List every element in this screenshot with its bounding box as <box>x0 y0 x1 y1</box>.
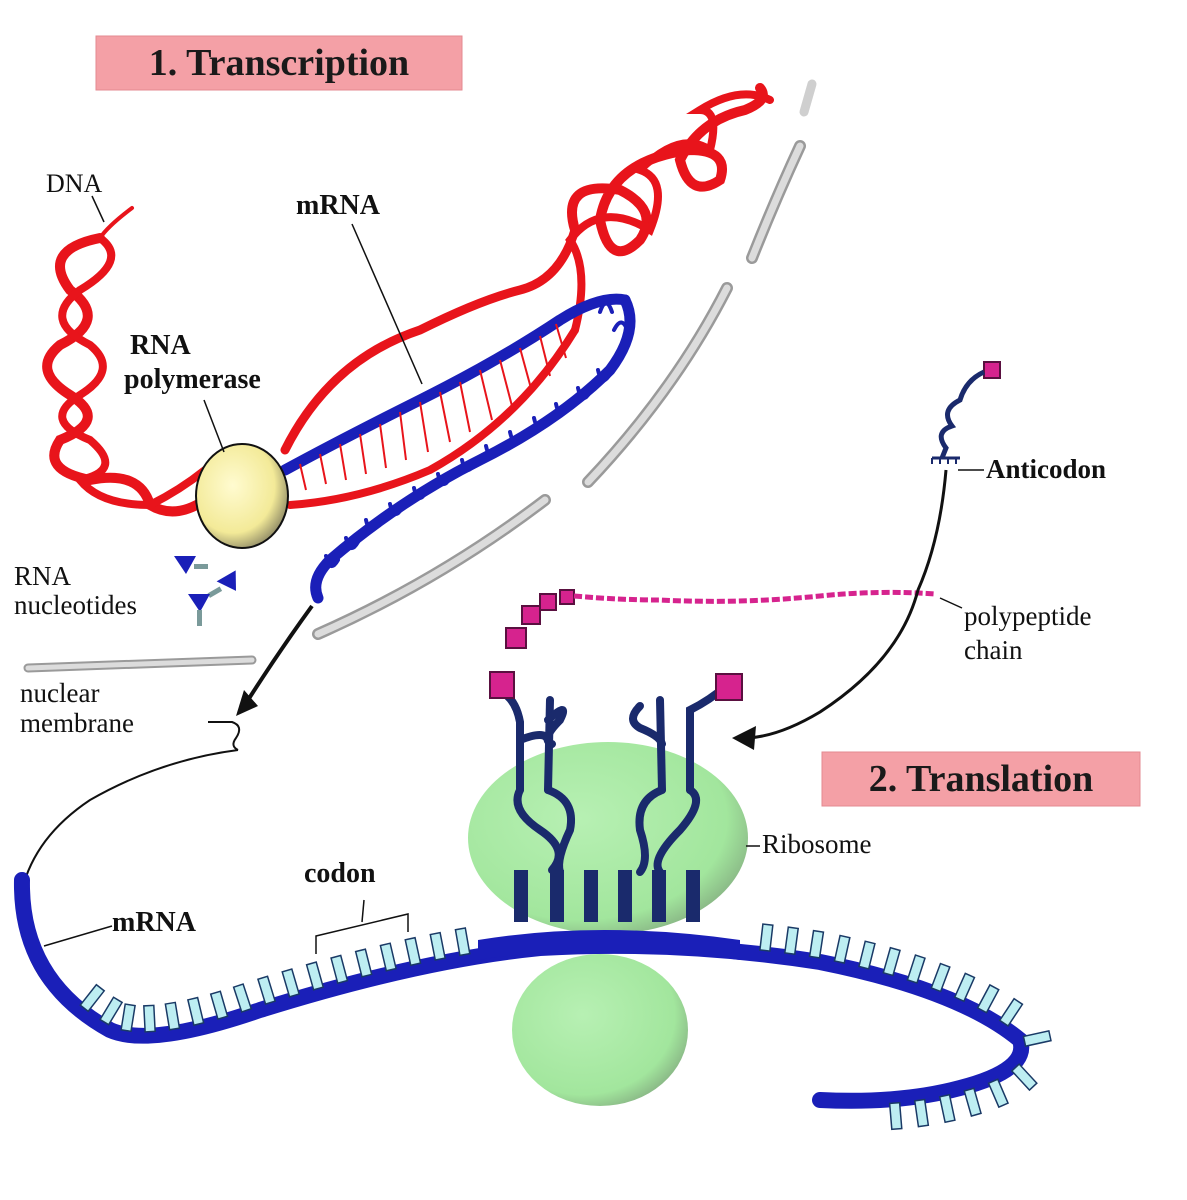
codon-tooth <box>120 1003 136 1033</box>
codon-tooth <box>953 972 976 1003</box>
codon-tooth <box>808 929 825 959</box>
polypeptide-label-1: polypeptide <box>964 601 1091 631</box>
codon-tooth <box>305 961 325 991</box>
codon-tooth <box>232 983 253 1013</box>
codon-label: codon <box>304 858 376 889</box>
codon-tooth <box>164 1001 181 1031</box>
codon-tooth <box>79 983 106 1013</box>
codon-tooth <box>186 996 205 1027</box>
rna-polymerase <box>195 443 289 549</box>
mrna-transcript <box>279 293 636 604</box>
codon-tooth <box>987 1078 1010 1109</box>
translation-title: 2. Translation <box>821 751 1141 807</box>
codon-tooth <box>454 927 471 957</box>
dna-helix <box>42 83 774 517</box>
polypeptide-label-2: chain <box>964 635 1023 665</box>
codon-tooth <box>906 954 926 984</box>
amino-acids <box>489 589 743 701</box>
codon-tooth <box>429 931 446 961</box>
codon-tooth <box>858 940 876 970</box>
codon-tooth <box>1022 1029 1052 1048</box>
ribosome <box>468 742 748 1106</box>
free-trna <box>931 361 1001 464</box>
polypeptide-chain <box>573 589 936 604</box>
codon-tooth <box>882 946 901 977</box>
anticodon-label: Anticodon <box>986 454 1106 484</box>
anticodon-pins <box>514 870 700 922</box>
codon-tooth <box>833 934 851 964</box>
nuclear-membrane-label-2: membrane <box>20 708 134 738</box>
svg-text:2. Translation: 2. Translation <box>869 758 1094 800</box>
codon-tooth <box>1010 1063 1038 1092</box>
trna-arrow <box>732 469 948 750</box>
transcription-title: 1. Transcription <box>95 35 463 91</box>
mrna-bottom-label: mRNA <box>112 907 197 938</box>
codon-tooth <box>404 936 422 967</box>
codon-tooth <box>913 1098 930 1128</box>
codon-tooth <box>759 923 774 952</box>
codon-tooth <box>143 1004 156 1033</box>
rna-nucleotides-label-1: RNA <box>14 561 72 591</box>
trna-left <box>498 688 575 876</box>
svg-text:1. Transcription: 1. Transcription <box>149 42 409 84</box>
codon-tooth <box>938 1093 956 1124</box>
rna-nucleotides <box>174 556 236 626</box>
codon-tooth <box>888 1101 903 1131</box>
mrna-top-label: mRNA <box>296 190 381 221</box>
codon-tooth <box>257 975 277 1006</box>
codon-tooth <box>976 983 1000 1014</box>
codon-tooth <box>998 997 1024 1027</box>
codon-tooth <box>281 968 301 998</box>
rna-polymerase-label-2: polymerase <box>124 364 261 395</box>
rna-polymerase-label-1: RNA <box>130 330 191 361</box>
codon-tooth <box>783 926 800 956</box>
mrna-path <box>18 749 239 1001</box>
dna-label: DNA <box>46 169 103 198</box>
nuclear-membrane-label-1: nuclear <box>20 678 99 708</box>
export-arrow <box>236 604 314 716</box>
rna-nucleotides-label-2: nucleotides <box>14 590 137 620</box>
codon-tooth <box>379 942 397 972</box>
codon-tooth <box>209 990 229 1021</box>
codon-tooth <box>930 962 951 993</box>
codon-tooth <box>963 1087 982 1117</box>
ribosome-label: Ribosome <box>762 829 872 859</box>
nuclear-pore <box>208 721 241 751</box>
codon-tooth <box>354 948 373 978</box>
codon-tooth <box>330 954 349 985</box>
leader-lines <box>43 195 984 954</box>
codon-tooth <box>99 996 124 1026</box>
